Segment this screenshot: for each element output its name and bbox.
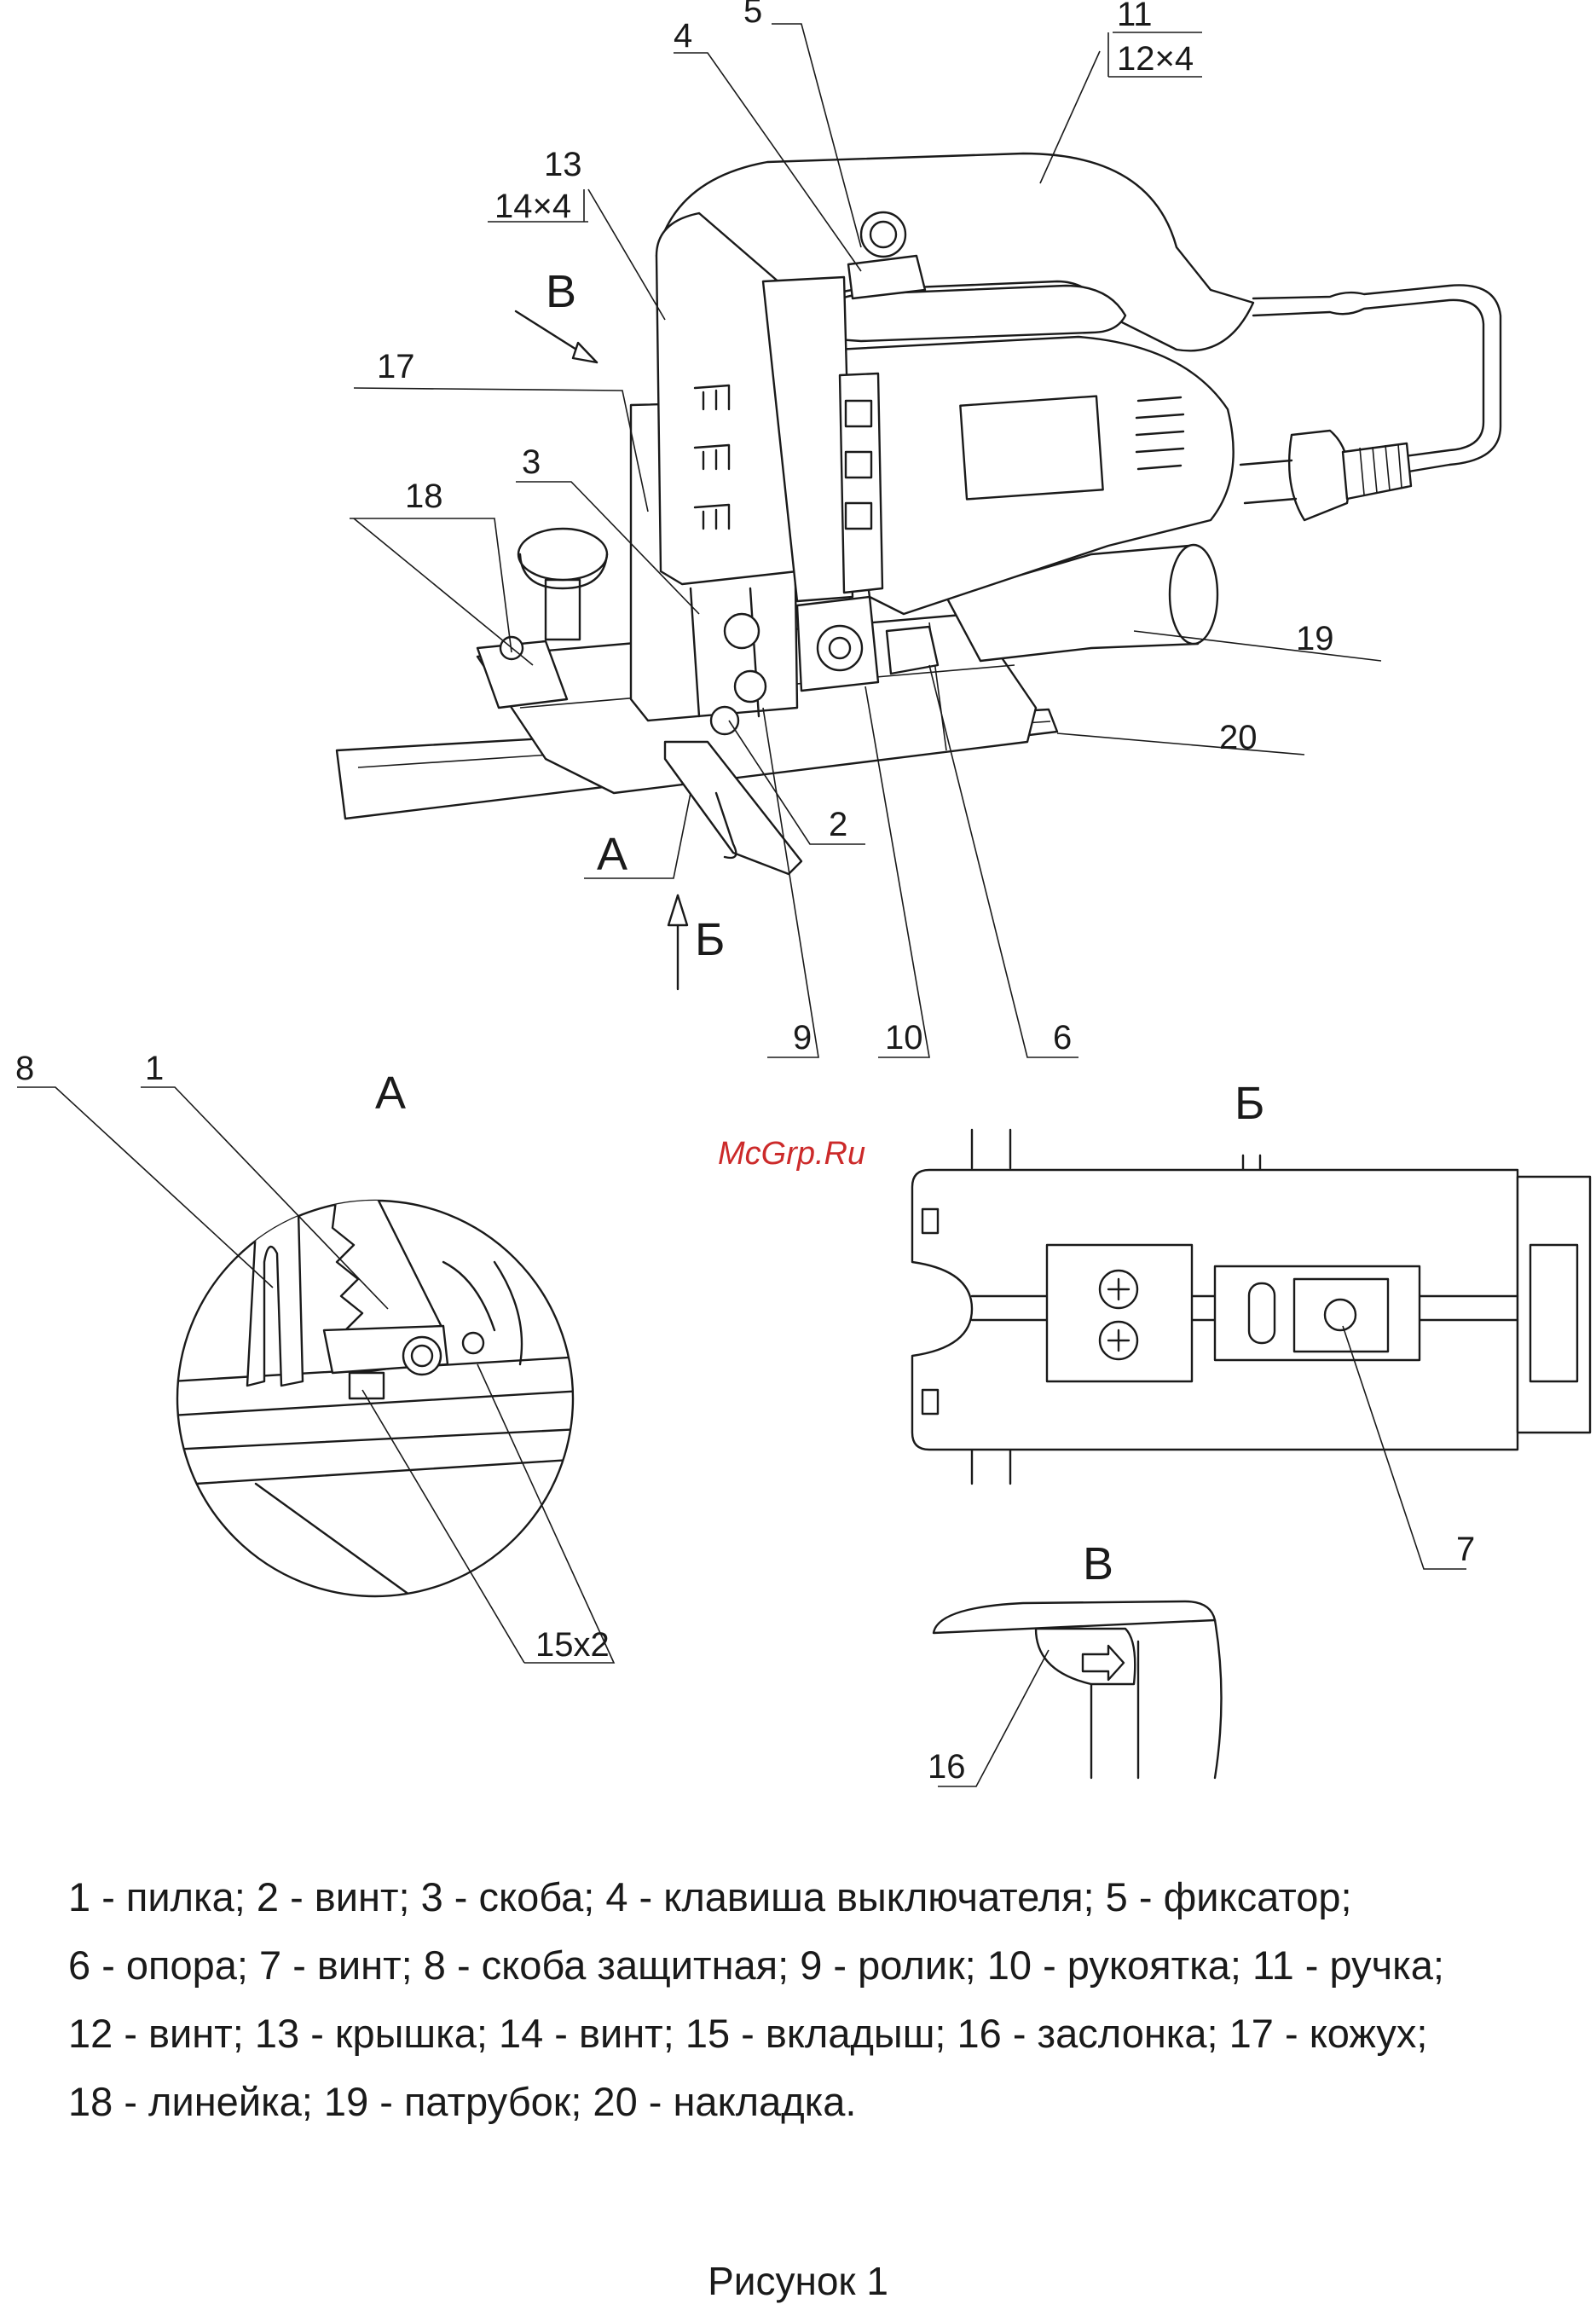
callout-13: 13 xyxy=(544,146,582,183)
legend-line: 12 - винт; 13 - крышка; 14 - винт; 15 - … xyxy=(68,2011,1428,2056)
switch-key xyxy=(847,254,927,300)
detail-a-title: А xyxy=(375,1068,406,1119)
lock-button xyxy=(859,211,907,258)
callout-8: 8 xyxy=(15,1050,34,1087)
cover-vents xyxy=(693,384,731,530)
callout-5: 5 xyxy=(743,0,762,30)
blade-clamp-plate xyxy=(1045,1243,1194,1383)
ruler-knob xyxy=(517,527,609,582)
view-arrow-b: Б xyxy=(667,894,725,991)
view-arrow-a: А xyxy=(597,829,627,880)
detail-b-title: Б xyxy=(1235,1078,1264,1129)
label-plate xyxy=(959,395,1104,501)
front-cover xyxy=(655,211,799,586)
callout-10: 10 xyxy=(885,1019,923,1057)
callout-7: 7 xyxy=(1456,1531,1475,1568)
view-arrow-v-label: В xyxy=(546,266,576,317)
view-arrow-a-label: А xyxy=(597,829,627,880)
detail-view-v: В 16 xyxy=(928,1538,1223,1787)
leader-lines-main xyxy=(350,23,1382,1058)
roller xyxy=(723,612,760,650)
watermark: McGrp.Ru xyxy=(718,1136,865,1172)
callout-15x2: 15х2 xyxy=(535,1626,610,1664)
power-cord xyxy=(1252,284,1502,475)
callout-18: 18 xyxy=(405,478,443,515)
figure-caption: Рисунок 1 xyxy=(708,2259,888,2303)
jigsaw-main-view xyxy=(335,152,1502,876)
callout-11: 11 xyxy=(1117,0,1153,33)
guard-bracket xyxy=(246,1204,304,1387)
detail-v-title: В xyxy=(1083,1538,1113,1589)
callout-17: 17 xyxy=(377,348,415,385)
callout-1: 1 xyxy=(145,1050,164,1087)
callout-14x4: 14×4 xyxy=(494,188,571,225)
parts-legend: 1 - пилка; 2 - винт; 3 - скоба; 4 - клав… xyxy=(68,1863,1569,2136)
callout-19: 19 xyxy=(1296,620,1334,657)
damper-flap xyxy=(1034,1627,1136,1686)
power-plug xyxy=(1239,429,1413,522)
callout-2: 2 xyxy=(829,806,847,843)
detail-view-b: Б 7 xyxy=(911,1078,1592,1570)
vent-slots xyxy=(1135,396,1185,471)
callout-6: 6 xyxy=(1053,1019,1072,1057)
callout-20: 20 xyxy=(1219,719,1258,756)
callout-12x4: 12×4 xyxy=(1117,40,1194,78)
callout-3: 3 xyxy=(522,443,541,481)
detail-view-a: А 8 1 15х2 xyxy=(15,1050,616,1664)
callout-16: 16 xyxy=(928,1748,966,1786)
callout-9: 9 xyxy=(793,1019,812,1057)
legend-line: 18 - линейка; 19 - патрубок; 20 - наклад… xyxy=(68,2079,857,2124)
callout-4: 4 xyxy=(674,17,692,55)
legend-line: 1 - пилка; 2 - винт; 3 - скоба; 4 - клав… xyxy=(68,1874,1352,1919)
legend-line: 6 - опора; 7 - винт; 8 - скоба защитная;… xyxy=(68,1942,1444,1988)
saw-blade xyxy=(663,740,803,876)
view-arrow-v: В xyxy=(514,266,598,364)
view-arrow-b-label: Б xyxy=(695,914,725,965)
